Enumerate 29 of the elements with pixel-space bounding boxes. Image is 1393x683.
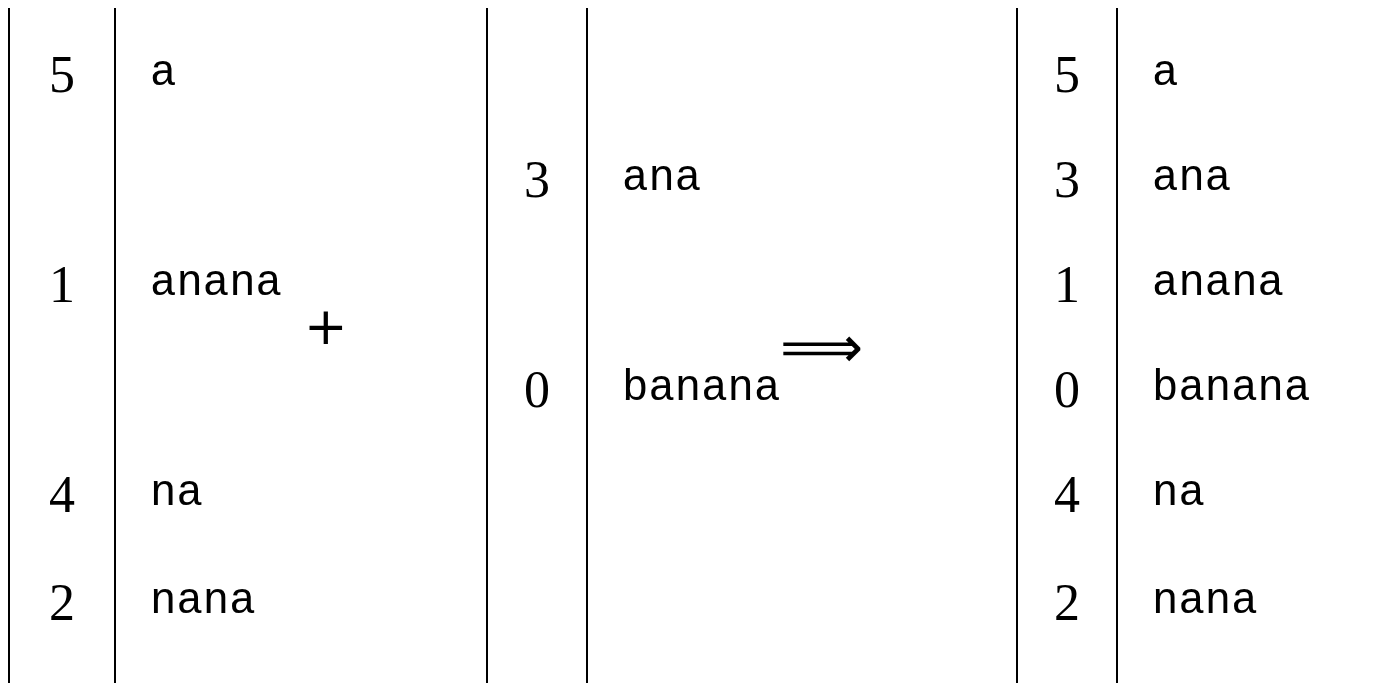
suffix-text: banana — [622, 362, 781, 415]
suffix-index: 3 — [523, 150, 551, 210]
suffix-index: 5 — [48, 45, 76, 105]
plus-sign: + — [304, 300, 348, 352]
suffix-index: 4 — [48, 465, 76, 525]
suffix-index: 0 — [1053, 360, 1081, 420]
suffix-index: 5 — [1053, 45, 1081, 105]
suffix-index: 2 — [1053, 573, 1081, 633]
implies-symbol: ⟹ — [780, 318, 864, 376]
suffix-index: 3 — [1053, 150, 1081, 210]
suffix-text: nana — [150, 575, 256, 628]
suffix-index: 0 — [523, 360, 551, 420]
suffix-index: 1 — [48, 255, 76, 315]
suffix-text: ana — [622, 152, 702, 205]
suffix-index: 1 — [1053, 255, 1081, 315]
suffix-index: 4 — [1053, 465, 1081, 525]
suffix-text: a — [1152, 47, 1179, 100]
suffix-index: 2 — [48, 573, 76, 633]
index-column — [8, 8, 116, 683]
suffix-text: na — [150, 467, 203, 520]
suffix-text: ana — [1152, 152, 1232, 205]
suffix-text: banana — [1152, 362, 1311, 415]
suffix-text: anana — [150, 257, 283, 310]
suffix-text: anana — [1152, 257, 1285, 310]
suffix-text: na — [1152, 467, 1205, 520]
suffix-text: nana — [1152, 575, 1258, 628]
index-column — [486, 8, 588, 683]
suffix-text: a — [150, 47, 177, 100]
index-column — [1016, 8, 1118, 683]
